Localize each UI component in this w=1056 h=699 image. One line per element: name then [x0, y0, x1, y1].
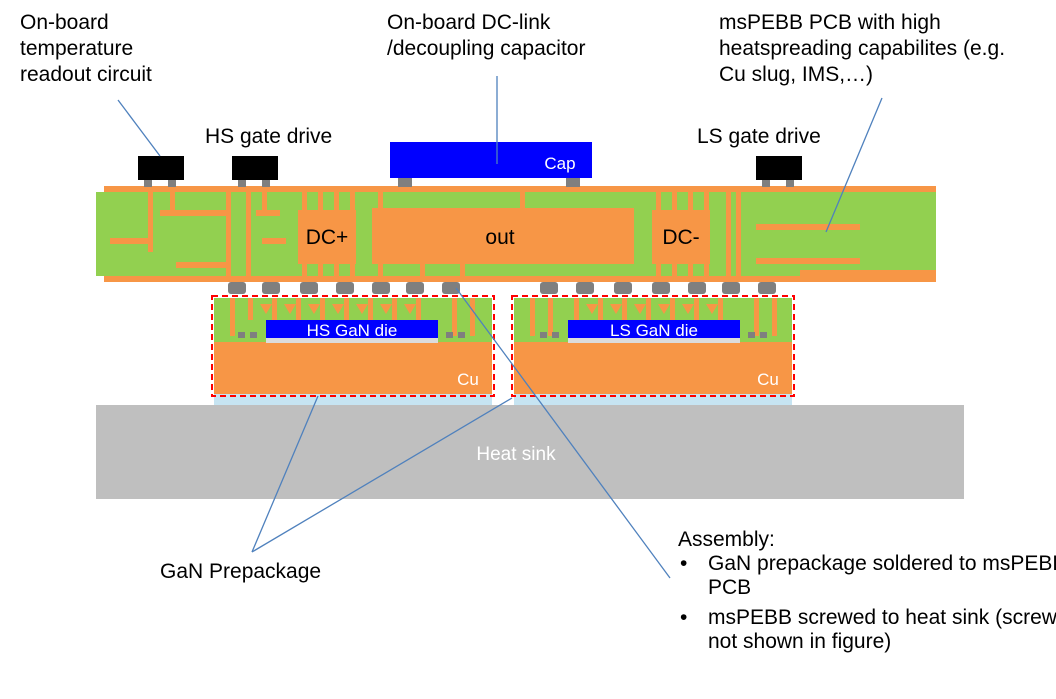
- temp-readout-label: On-board temperature readout circuit: [20, 11, 152, 86]
- assembly-item-2: msPEBB screwed to heat sink (screws not …: [678, 606, 1056, 654]
- solder-joints: [228, 282, 776, 294]
- dc-plus-label: DC+: [306, 226, 349, 249]
- ls-vias: [530, 298, 777, 336]
- dc-plus-plane: [298, 210, 356, 264]
- hs-gate-drive-label: HS gate drive: [205, 125, 333, 148]
- dc-plus-vias: [302, 192, 355, 276]
- ls-gate-drive-label: LS gate drive: [697, 125, 821, 148]
- hs-die-bondpads: [238, 332, 465, 338]
- pcb-bottom-copper: [104, 276, 936, 282]
- dc-link-cap-label: On-board DC-link /decoupling capacitor: [387, 11, 586, 60]
- out-label: out: [485, 226, 514, 249]
- temp-readout-ic: [138, 156, 184, 187]
- hs-gan-die-label: HS GaN die: [307, 321, 398, 340]
- heat-sink-label: Heat sink: [476, 444, 556, 465]
- dc-minus-vias: [656, 192, 709, 276]
- ls-traces: [726, 192, 936, 276]
- hs-cu-label: Cu: [457, 370, 479, 389]
- ls-cu-label: Cu: [757, 370, 779, 389]
- ls-thermal-interface: [514, 394, 792, 405]
- hs-prepackage: HS GaN die Cu: [211, 295, 495, 397]
- hs-gate-driver-ic: [232, 156, 278, 187]
- dc-link-capacitor: Cap: [390, 142, 592, 187]
- ls-gan-die: [568, 320, 740, 338]
- ls-gate-driver-ic: [756, 156, 802, 187]
- ls-prepackage: LS GaN die Cu: [511, 295, 795, 397]
- hs-prepackage-outline: [211, 295, 495, 397]
- hs-gan-die: [266, 320, 438, 338]
- dc-minus-plane: [652, 210, 710, 264]
- out-plane: [372, 208, 634, 264]
- heat-sink: [96, 405, 964, 499]
- assembly-list: GaN prepackage soldered to msPEBB PCB ms…: [678, 552, 1056, 654]
- ls-gan-die-label: LS GaN die: [610, 321, 698, 340]
- gan-prepackage-label: GaN Prepackage: [160, 560, 322, 583]
- assembly-item-1: GaN prepackage soldered to msPEBB PCB: [678, 552, 1056, 600]
- callout-lines: [117, 76, 883, 579]
- assembly-title: Assembly:: [678, 528, 775, 551]
- dc-minus-label: DC-: [662, 226, 699, 249]
- ls-die-bondpads: [540, 332, 767, 338]
- hs-cu-base: [214, 342, 492, 394]
- pcb-description-label: msPEBB PCB with high heatspreading capab…: [719, 11, 1006, 86]
- readout-traces: [110, 192, 286, 276]
- mspebb-pcb: DC+ out DC-: [96, 186, 936, 282]
- ls-prepackage-outline: [511, 295, 795, 397]
- hs-vias: [230, 298, 475, 336]
- hs-die-attach: [266, 337, 438, 343]
- ls-cu-base: [514, 342, 792, 394]
- cap-label: Cap: [544, 154, 575, 173]
- out-vias: [378, 192, 525, 276]
- pcb-top-copper: [104, 186, 936, 192]
- ls-die-attach: [568, 337, 740, 343]
- hs-thermal-interface: [214, 394, 492, 405]
